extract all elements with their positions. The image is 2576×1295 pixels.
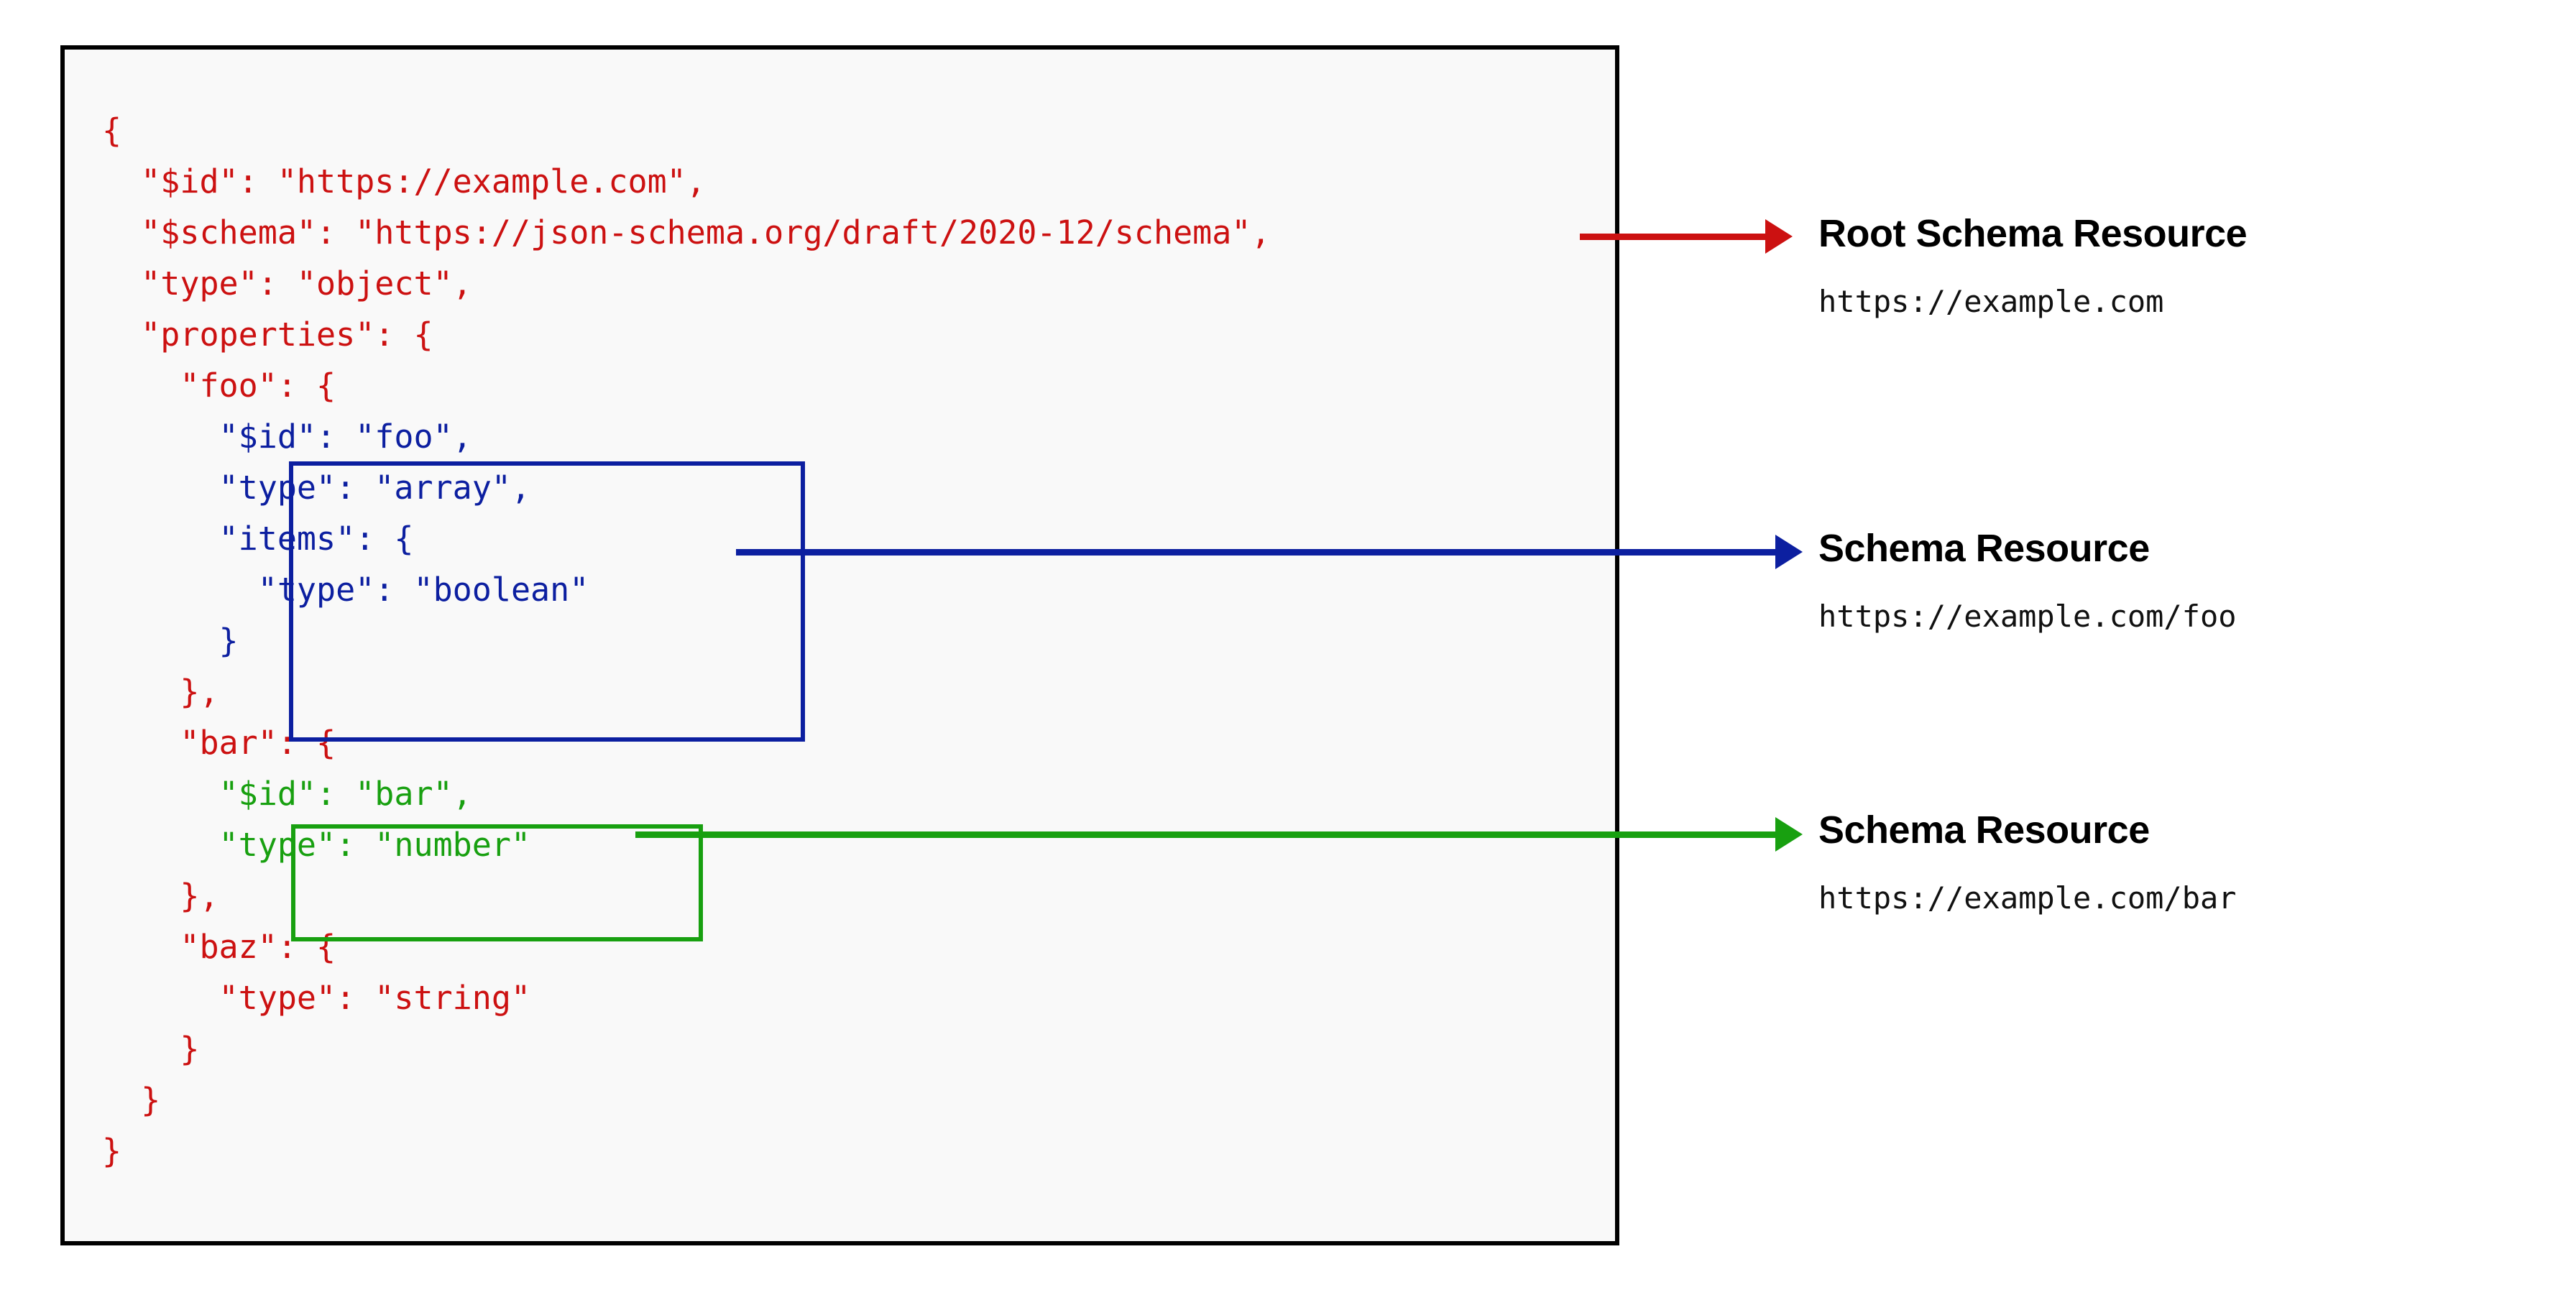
code-line: "bar": {	[102, 724, 336, 762]
arrow-head-icon	[1775, 817, 1803, 852]
annotation-url: https://example.com	[1818, 284, 2164, 319]
annotation-bar-schema-resource: Schema Resource https://example.com/bar	[1818, 808, 2237, 916]
arrow-head-icon	[1775, 535, 1803, 569]
code-line: "items": {	[102, 520, 414, 558]
code-line: {	[102, 111, 122, 149]
code-line: "$id": "foo",	[102, 418, 472, 456]
arrow-shaft	[1580, 234, 1768, 240]
code-line: }	[102, 1030, 200, 1068]
code-line: "foo": {	[102, 367, 336, 405]
code-line: "type": "object",	[102, 264, 472, 303]
arrow-shaft	[736, 549, 1778, 556]
code-line: "$schema": "https://json-schema.org/draf…	[102, 213, 1271, 252]
bar-subschema-highlight-box	[291, 824, 703, 941]
annotation-url: https://example.com/foo	[1818, 599, 2237, 634]
code-line: }	[102, 1132, 122, 1170]
json-schema-code: { "$id": "https://example.com", "$schema…	[102, 105, 1271, 1176]
code-line: },	[102, 877, 219, 915]
code-line: "type": "number"	[102, 826, 531, 864]
code-line: }	[102, 1081, 161, 1119]
code-line: "baz": {	[102, 928, 336, 966]
annotation-title: Schema Resource	[1818, 527, 2150, 570]
code-line: "type": "array",	[102, 469, 531, 507]
annotation-url: https://example.com/bar	[1818, 880, 2237, 916]
foo-subschema-highlight-box	[289, 461, 805, 742]
arrow-shaft	[635, 831, 1778, 838]
code-line: "type": "string"	[102, 979, 531, 1017]
annotation-title: Root Schema Resource	[1818, 212, 2248, 255]
code-line: }	[102, 622, 239, 660]
code-line: "type": "boolean"	[102, 571, 589, 609]
code-line: "properties": {	[102, 315, 433, 354]
annotation-title: Schema Resource	[1818, 808, 2150, 852]
code-line: "$id": "https://example.com",	[102, 162, 706, 201]
arrow-head-icon	[1765, 219, 1793, 254]
annotation-foo-schema-resource: Schema Resource https://example.com/foo	[1818, 527, 2237, 635]
code-line: "$id": "bar",	[102, 775, 472, 813]
code-panel: { "$id": "https://example.com", "$schema…	[60, 45, 1619, 1245]
code-line: },	[102, 673, 219, 711]
annotation-root-schema-resource: Root Schema Resource https://example.com	[1818, 212, 2248, 320]
